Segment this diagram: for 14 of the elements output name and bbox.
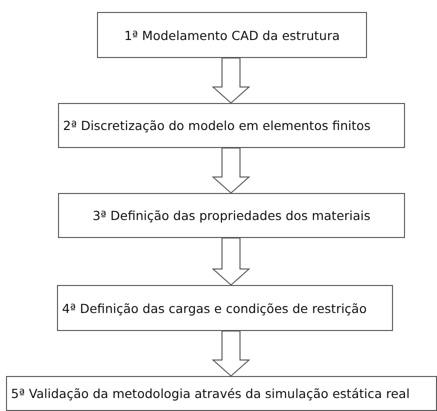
step-text: 5ª Validação da metodologia através da simulação estática real — [11, 386, 410, 401]
process-box — [57, 285, 393, 331]
step-text: 3ª Definição das propriedades dos materiais — [92, 208, 370, 223]
block-arrow — [212, 148, 250, 194]
block-arrow — [212, 58, 250, 104]
process-box — [58, 193, 405, 238]
process-box — [97, 12, 367, 58]
step-text: 1ª Modelamento CAD da estrutura — [124, 28, 340, 42]
step-text: 4ª Definição das cargas e condições de restrição — [62, 300, 367, 316]
block-arrow — [212, 330, 250, 377]
step-text: 2ª Discretização do modelo em elementos finitos — [63, 118, 371, 133]
process-box — [6, 376, 437, 411]
block-arrow — [212, 238, 250, 286]
process-box — [58, 103, 405, 148]
